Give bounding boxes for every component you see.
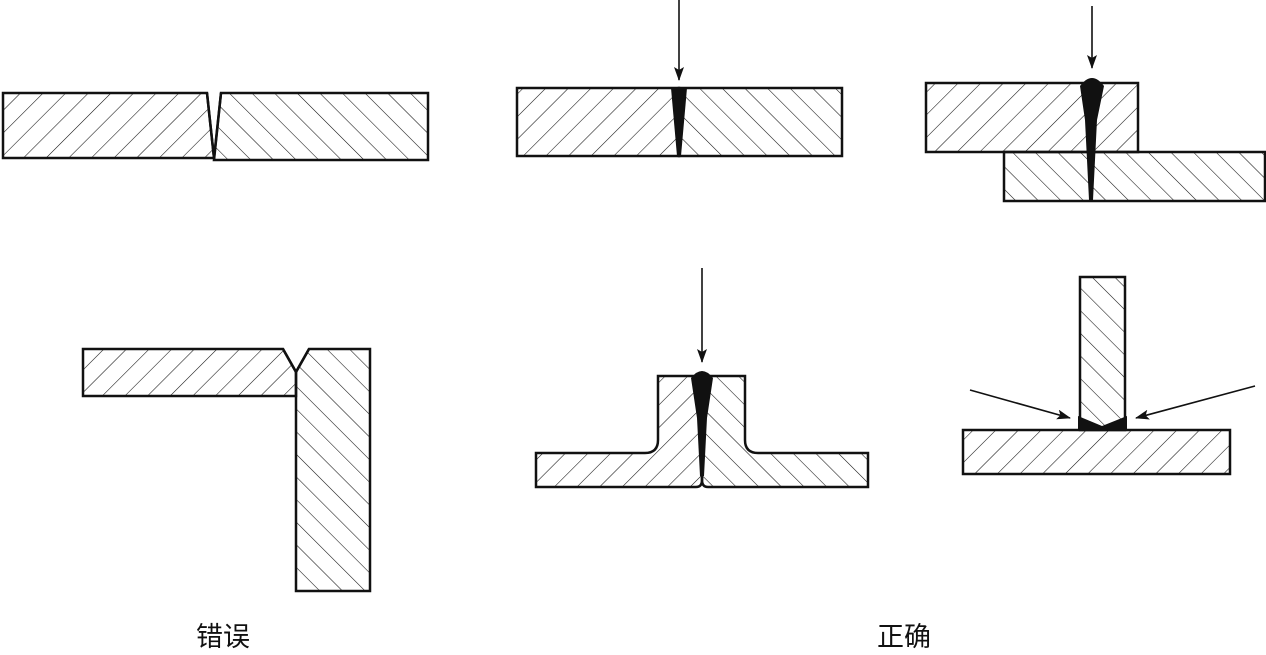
wrong-butt-joint bbox=[1, 91, 430, 162]
v-gap-outline bbox=[205, 92, 223, 159]
plate-right bbox=[212, 91, 430, 162]
plate-left bbox=[1, 91, 216, 160]
horizontal-plate bbox=[81, 347, 298, 398]
fillet-weld bbox=[1078, 416, 1127, 430]
vertical-plate bbox=[294, 347, 372, 593]
top-plate bbox=[924, 81, 1140, 154]
plate-left bbox=[515, 86, 681, 158]
beam-arrow-right bbox=[1135, 385, 1256, 420]
weld-bead bbox=[1080, 78, 1104, 200]
right-butt-joint bbox=[515, 0, 844, 158]
wrong-corner-joint bbox=[81, 347, 372, 593]
label-right: 正确 bbox=[877, 622, 931, 653]
v-notch-outline bbox=[281, 348, 311, 375]
left-flange-piece bbox=[534, 374, 704, 489]
right-t-joint bbox=[961, 275, 1256, 476]
label-wrong: 错误 bbox=[196, 622, 250, 653]
right-flange-joint bbox=[534, 268, 870, 489]
plate-right bbox=[677, 86, 844, 158]
vertical-plate bbox=[1078, 275, 1127, 432]
bottom-plate bbox=[1002, 150, 1266, 203]
beam-arrow-left bbox=[969, 389, 1071, 420]
weld-bead bbox=[691, 371, 713, 476]
base-plate bbox=[961, 428, 1232, 476]
weld-bead bbox=[671, 88, 687, 156]
right-lap-joint bbox=[924, 6, 1266, 203]
right-flange-piece bbox=[700, 374, 870, 489]
